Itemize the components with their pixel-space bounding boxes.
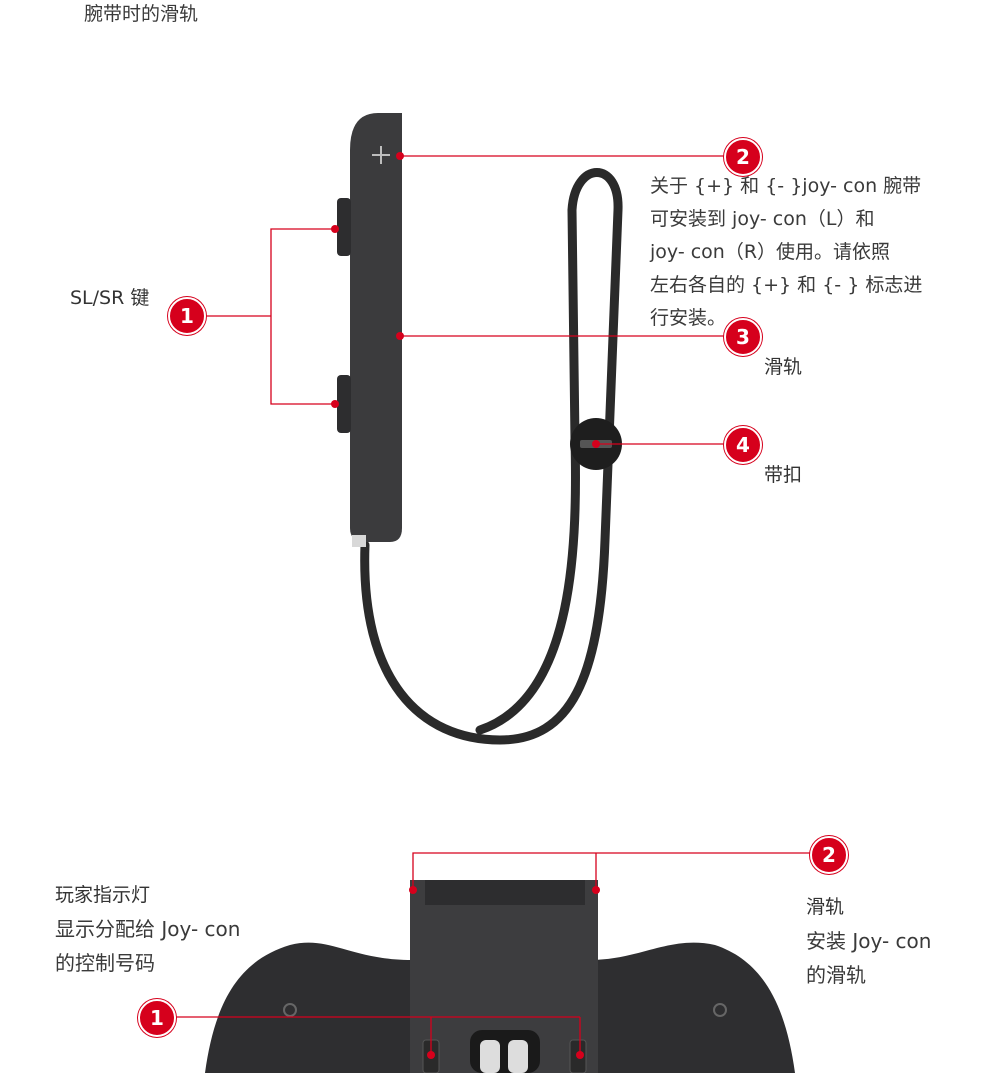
- strap-note-line: 行安装。: [650, 307, 727, 329]
- callout-badge-grip-1: 1: [138, 999, 176, 1037]
- wrist-strap: [360, 168, 623, 745]
- joycon-grip: [205, 880, 795, 1073]
- grip-rail-line: 安装 Joy- con: [806, 929, 932, 953]
- grip-rail-line: 的滑轨: [806, 963, 866, 987]
- strap-note-line: 可安装到 joy- con（L）和: [650, 208, 875, 230]
- strap-note-line: 关于 {+} 和 {- }joy- con 腕带: [650, 175, 922, 197]
- grip-rail-title: 滑轨: [806, 896, 845, 918]
- callout-badge-3: 3: [724, 318, 762, 356]
- callout-badge-1: 1: [168, 297, 206, 335]
- indicator-line: 显示分配给 Joy- con: [55, 917, 241, 941]
- callout-badge-2: 2: [724, 138, 762, 176]
- callout-label-rail: 滑轨: [764, 356, 803, 378]
- strap-note-line: 左右各自的 {+} 和 {- } 标志进: [650, 274, 923, 296]
- leader-lines-2: [175, 852, 810, 1055]
- strap-note-line: joy- con（R）使用。请依照: [650, 241, 891, 263]
- callout-label-sl-sr: SL/SR 键: [70, 287, 150, 309]
- callout-badge-4: 4: [724, 426, 762, 464]
- joycon-strap-body: [337, 113, 402, 547]
- sl-button: [337, 198, 351, 256]
- top-caption: 腕带时的滑轨: [84, 3, 199, 25]
- callout-badge-grip-2: 2: [810, 836, 848, 874]
- sr-button: [337, 375, 351, 433]
- callout-label-buckle: 带扣: [764, 464, 803, 486]
- indicator-line: 的控制号码: [55, 951, 155, 975]
- leader-lines-1: [202, 155, 730, 445]
- indicator-title: 玩家指示灯: [55, 884, 151, 906]
- plus-mark-icon: [372, 146, 390, 164]
